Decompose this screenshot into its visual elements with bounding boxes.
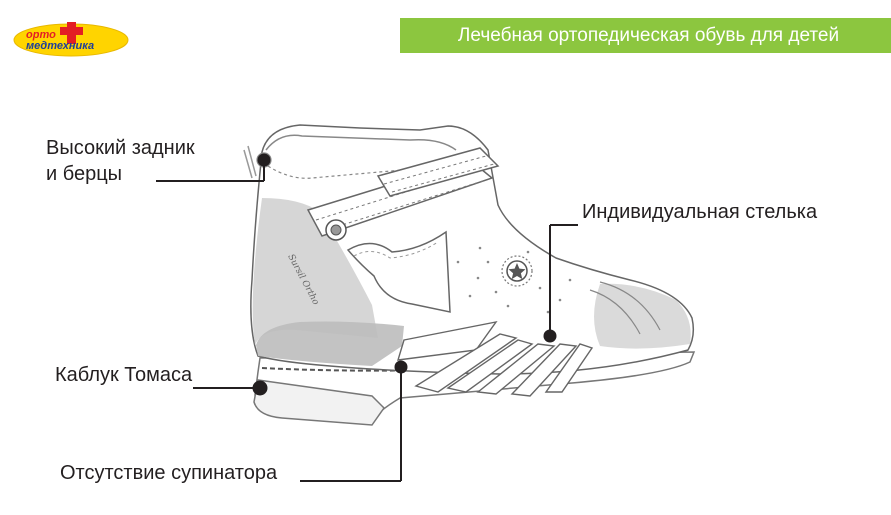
red-cross-icon [60,22,83,44]
logo-top-text: орто [26,29,56,41]
callout-thomas-heel [193,380,268,396]
label-individual-insole: Индивидуальная стелька [582,201,818,223]
logo-bottom-text: медтехника [26,40,94,52]
ortho-medtech-logo: орто медтехника [13,22,129,57]
toe-stripes [397,320,594,397]
toe-cap-shading [594,283,691,349]
callout-no-supinator [300,360,408,482]
label-high-heel-counter-line1: Высокий задник [46,137,195,159]
callout-insole [543,224,578,343]
label-no-supinator: Отсутствие супинатора [60,462,278,484]
insole-shading [256,321,404,366]
velcro-straps [306,147,500,237]
rivet-icon [325,219,347,241]
label-thomas-heel: Каблук Томаса [55,364,193,386]
title-banner: Лечебная ортопедическая обувь для детей [400,18,891,53]
thomas-heel [253,379,385,426]
heel-counter-shading [252,198,378,345]
callout-heel-counter [156,153,271,182]
star-emblem-icon [501,255,533,287]
label-high-heel-counter: Высокий задник и берцы [46,135,195,187]
label-high-heel-counter-line2: и берцы [46,163,123,185]
